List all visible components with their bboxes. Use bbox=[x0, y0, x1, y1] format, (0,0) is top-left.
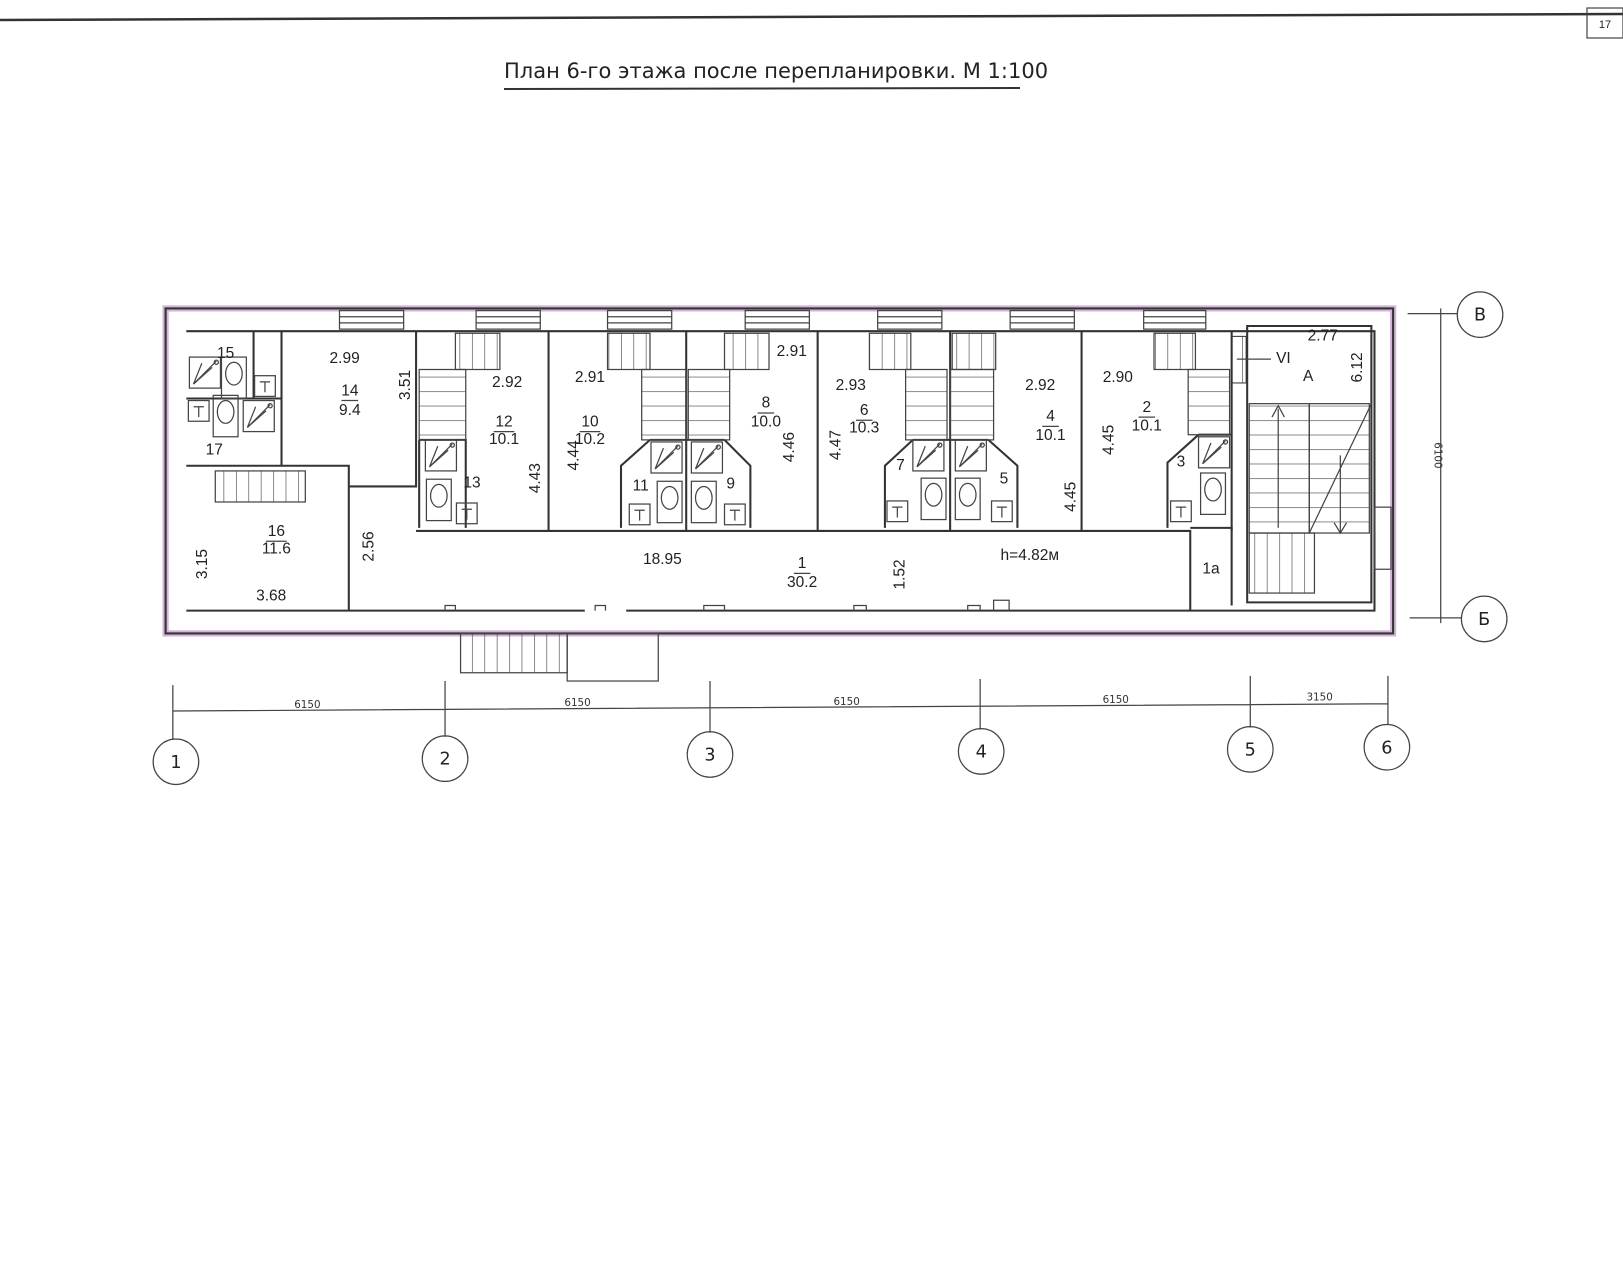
label-row_spacing: 6100 bbox=[1432, 442, 1444, 468]
label-4: 5 bbox=[1245, 740, 1256, 760]
label-d290: 2.90 bbox=[1103, 369, 1134, 386]
label-area: 11.6 bbox=[262, 541, 291, 558]
label-d351: 3.51 bbox=[397, 370, 414, 400]
row-axes: 6100 В Б bbox=[1407, 291, 1508, 643]
label-d256: 2.56 bbox=[361, 531, 378, 561]
label-number: 14 bbox=[341, 382, 359, 399]
label-number: 12 bbox=[495, 413, 512, 430]
label-d368: 3.68 bbox=[256, 587, 286, 604]
label-d446: 4.46 bbox=[781, 432, 798, 462]
page-number-box: 17 bbox=[1586, 7, 1623, 39]
axis-4: 4 bbox=[957, 728, 1005, 775]
room-7: 7 bbox=[896, 457, 905, 474]
room-dimensions: 2.99 2.92 2.91 2.91 2.93 2.92 2.90 2.77 … bbox=[194, 327, 1366, 604]
room-13: 13 bbox=[463, 474, 480, 491]
room-15: 15 bbox=[217, 345, 234, 362]
label-d299: 2.99 bbox=[330, 350, 360, 367]
axis-b: Б bbox=[1460, 595, 1508, 643]
stairs bbox=[214, 332, 1372, 682]
label-number: 1 bbox=[798, 555, 807, 572]
ceiling-height-note: h=4.82м bbox=[1001, 547, 1060, 564]
room-3: 3 bbox=[1177, 454, 1186, 471]
label-area: 10.2 bbox=[575, 431, 605, 448]
label-3: 4 bbox=[976, 742, 987, 762]
room-2: 210.1 bbox=[1132, 399, 1162, 435]
label-1: Б bbox=[1478, 610, 1490, 630]
axis-2: 2 bbox=[421, 735, 469, 783]
room-6: 610.3 bbox=[849, 402, 879, 437]
label-d445a: 4.45 bbox=[1062, 482, 1079, 512]
axis-v: В bbox=[1456, 291, 1504, 339]
label-d277: 2.77 bbox=[1308, 327, 1338, 344]
label-2: 3 bbox=[704, 746, 715, 766]
label-d1895: 18.95 bbox=[643, 551, 682, 568]
outer-wall bbox=[162, 305, 1397, 637]
label-0: 1 bbox=[170, 753, 181, 773]
label-5: 6 bbox=[1381, 738, 1392, 758]
label-0: В bbox=[1474, 306, 1486, 326]
column-axes: 6150 6150 6150 6150 3150 1 2 3 4 5 6 bbox=[152, 675, 1411, 786]
axis-5: 5 bbox=[1226, 725, 1274, 773]
label-area: 10.1 bbox=[1132, 418, 1162, 435]
label-3: 6150 bbox=[1103, 694, 1129, 706]
label-4: 3150 bbox=[1306, 692, 1332, 704]
label-number: 4 bbox=[1046, 408, 1055, 425]
room-4: 410.1 bbox=[1035, 408, 1065, 444]
room-5: 5 bbox=[1000, 470, 1009, 487]
label-area: 10.3 bbox=[849, 420, 879, 437]
label-number: 8 bbox=[762, 395, 771, 412]
room-11: 11 bbox=[633, 478, 649, 495]
section-mark: VI bbox=[1276, 350, 1291, 367]
room-9: 9 bbox=[726, 475, 735, 492]
room-1a: 1а bbox=[1202, 560, 1220, 577]
axis-1: 1 bbox=[152, 738, 200, 786]
label-1: 2 bbox=[439, 750, 450, 770]
label-d291b: 2.91 bbox=[777, 343, 807, 360]
label-area: 10.1 bbox=[1035, 427, 1065, 444]
label-d152: 1.52 bbox=[892, 559, 909, 589]
label-d315: 3.15 bbox=[194, 549, 211, 579]
label-d445b: 4.45 bbox=[1101, 425, 1118, 455]
axis-3: 3 bbox=[686, 731, 734, 778]
label-d293: 2.93 bbox=[836, 377, 866, 394]
page-number: 17 bbox=[1599, 19, 1611, 31]
title-underline bbox=[503, 87, 1021, 90]
room-8: 810.0 bbox=[751, 395, 782, 431]
label-d443: 4.43 bbox=[527, 463, 544, 493]
drawing-title: План 6-го этажа после перепланировки. М … bbox=[504, 59, 1048, 83]
label-number: 16 bbox=[268, 523, 285, 540]
stair-label: А bbox=[1303, 368, 1314, 385]
label-area: 9.4 bbox=[339, 402, 361, 419]
room-1: 130.2 bbox=[787, 555, 817, 591]
room-14: 149.4 bbox=[339, 382, 361, 419]
label-d291a: 2.91 bbox=[575, 369, 605, 386]
page-border-line bbox=[0, 12, 1623, 22]
room-17: 17 bbox=[206, 441, 223, 458]
label-d447: 4.47 bbox=[827, 430, 844, 460]
label-area: 10.0 bbox=[751, 413, 782, 430]
label-d612: 6.12 bbox=[1349, 352, 1366, 382]
label-number: 6 bbox=[860, 402, 869, 419]
label-d292b: 2.92 bbox=[1025, 377, 1055, 394]
label-area: 10.1 bbox=[489, 431, 519, 448]
label-d444: 4.44 bbox=[566, 440, 583, 471]
axis-6: 6 bbox=[1363, 723, 1411, 771]
label-2: 6150 bbox=[833, 696, 859, 708]
label-d292a: 2.92 bbox=[492, 374, 522, 391]
label-area: 30.2 bbox=[787, 574, 817, 591]
label-0: 6150 bbox=[294, 699, 320, 711]
label-number: 10 bbox=[581, 413, 599, 430]
label-number: 2 bbox=[1142, 399, 1151, 416]
label-1: 6150 bbox=[564, 697, 590, 709]
